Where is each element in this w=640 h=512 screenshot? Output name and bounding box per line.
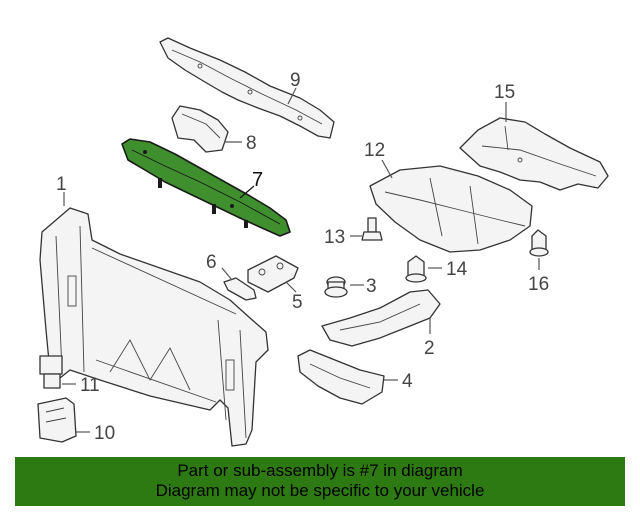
- banner-line-1: Part or sub-assembly is #7 in diagram: [177, 461, 463, 480]
- part-1-radiator-core-support[interactable]: [39, 207, 269, 447]
- callout-3: 3: [366, 276, 377, 297]
- callout-4: 4: [402, 371, 413, 392]
- part-12-undercover-front[interactable]: [369, 165, 533, 253]
- callout-16: 16: [528, 274, 549, 295]
- part-3-nut[interactable]: [324, 276, 348, 298]
- part-14-grommet[interactable]: [405, 255, 427, 283]
- callout-14: 14: [446, 259, 468, 280]
- callout-13: 13: [324, 227, 345, 248]
- callout-1: 1: [56, 174, 67, 195]
- part-16-clip[interactable]: [529, 229, 549, 257]
- part-4-lower-bracket[interactable]: [297, 349, 385, 405]
- callout-5: 5: [292, 292, 303, 313]
- callout-7: 7: [252, 169, 263, 191]
- part-10-module-bracket[interactable]: [37, 397, 77, 443]
- part-5-plate-bracket[interactable]: [247, 255, 299, 293]
- part-9-radiator-support-cover[interactable]: [159, 37, 335, 139]
- callout-11: 11: [80, 375, 100, 396]
- info-banner: Part or sub-assembly is #7 in diagram Di…: [15, 457, 625, 506]
- callout-9: 9: [290, 70, 301, 91]
- part-6-bracket[interactable]: [223, 277, 257, 301]
- callout-15: 15: [494, 82, 515, 103]
- callout-8: 8: [246, 133, 257, 154]
- part-7-upper-tie-bar[interactable]: [121, 138, 291, 237]
- part-13-clip[interactable]: [361, 217, 383, 241]
- banner-line-2: Diagram may not be specific to your vehi…: [155, 481, 485, 500]
- part-11-sensor[interactable]: [39, 355, 63, 389]
- callout-10: 10: [94, 423, 115, 444]
- callout-12: 12: [364, 140, 385, 161]
- callout-2: 2: [424, 338, 435, 359]
- callout-6: 6: [206, 252, 217, 273]
- part-2-side-bracket[interactable]: [321, 289, 441, 347]
- part-15-undercover-rear[interactable]: [459, 117, 609, 191]
- part-8-bracket[interactable]: [171, 105, 229, 153]
